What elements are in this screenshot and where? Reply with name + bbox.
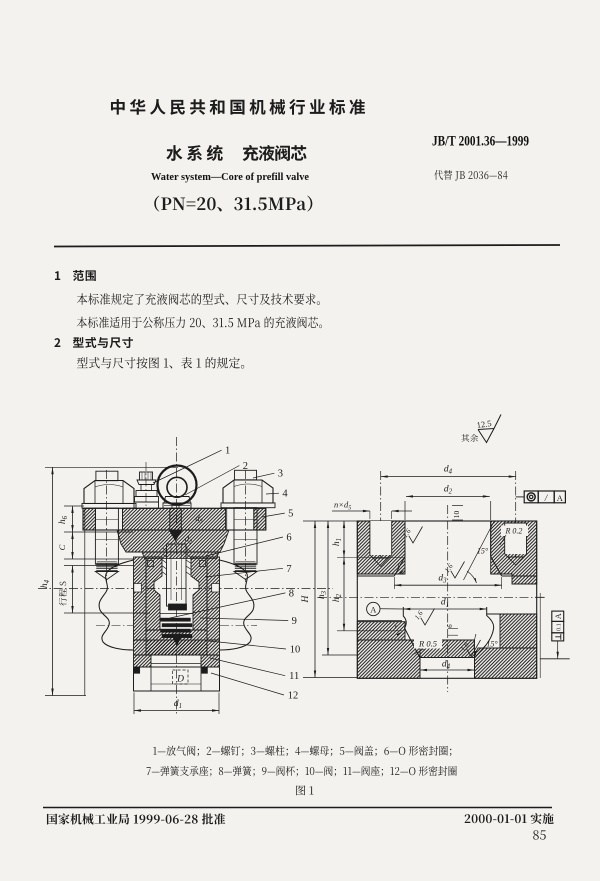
svg-text:H: H	[301, 594, 311, 603]
svg-text:r: r	[395, 623, 398, 631]
svg-text:6: 6	[286, 533, 291, 544]
svg-text:A: A	[557, 493, 564, 503]
svg-text:2: 2	[243, 461, 248, 472]
svg-text:JB/T 2001.36—1999: JB/T 2001.36—1999	[432, 134, 529, 150]
svg-text:1.6: 1.6	[443, 562, 455, 574]
svg-text:8: 8	[289, 588, 294, 599]
svg-text:d3: d3	[438, 574, 447, 585]
svg-text:d2: d2	[185, 534, 192, 546]
svg-text:d3: d3	[195, 513, 202, 525]
svg-text:d2: d2	[444, 485, 453, 496]
svg-text:11: 11	[289, 671, 299, 682]
svg-text:4: 4	[282, 489, 288, 500]
svg-text:h4: h4	[40, 579, 51, 588]
svg-text:R 0.5: R 0.5	[418, 639, 437, 649]
svg-text:5: 5	[288, 509, 293, 520]
svg-text:1.6: 1.6	[401, 527, 413, 539]
svg-text:R 0.2: R 0.2	[505, 527, 523, 536]
svg-text:n×d5: n×d5	[334, 500, 351, 512]
svg-text:1.6: 1.6	[459, 641, 471, 653]
svg-text:15°: 15°	[486, 640, 498, 649]
svg-text:C: C	[57, 544, 67, 550]
svg-text:12: 12	[288, 691, 299, 702]
svg-text:/: /	[544, 493, 549, 503]
svg-text:d1: d1	[441, 598, 449, 609]
svg-text:D: D	[176, 674, 184, 684]
svg-text:d4: d4	[444, 465, 453, 476]
svg-text:h2: h2	[332, 593, 343, 602]
svg-text:10: 10	[452, 511, 461, 519]
svg-text:r: r	[398, 561, 401, 569]
svg-text:1: 1	[225, 446, 230, 457]
svg-text:h1: h1	[332, 538, 343, 546]
svg-text:Water system—Core of prefill v: Water system—Core of prefill valve	[151, 171, 309, 183]
svg-text:15°: 15°	[477, 547, 489, 556]
svg-text:d1: d1	[174, 699, 182, 710]
svg-text:1.6: 1.6	[413, 609, 425, 621]
svg-text:10: 10	[290, 645, 301, 656]
svg-text:6: 6	[446, 624, 454, 628]
svg-text:h6: h6	[58, 515, 69, 524]
svg-text:0.1: 0.1	[556, 623, 562, 631]
svg-text:3: 3	[278, 469, 283, 480]
svg-text:h3: h3	[317, 590, 328, 599]
svg-text:A: A	[370, 604, 377, 614]
svg-text:12.5: 12.5	[476, 418, 492, 430]
svg-text:7: 7	[286, 564, 291, 575]
svg-text:9: 9	[292, 616, 297, 627]
svg-text:d4: d4	[442, 660, 451, 671]
svg-text:A: A	[554, 613, 563, 619]
